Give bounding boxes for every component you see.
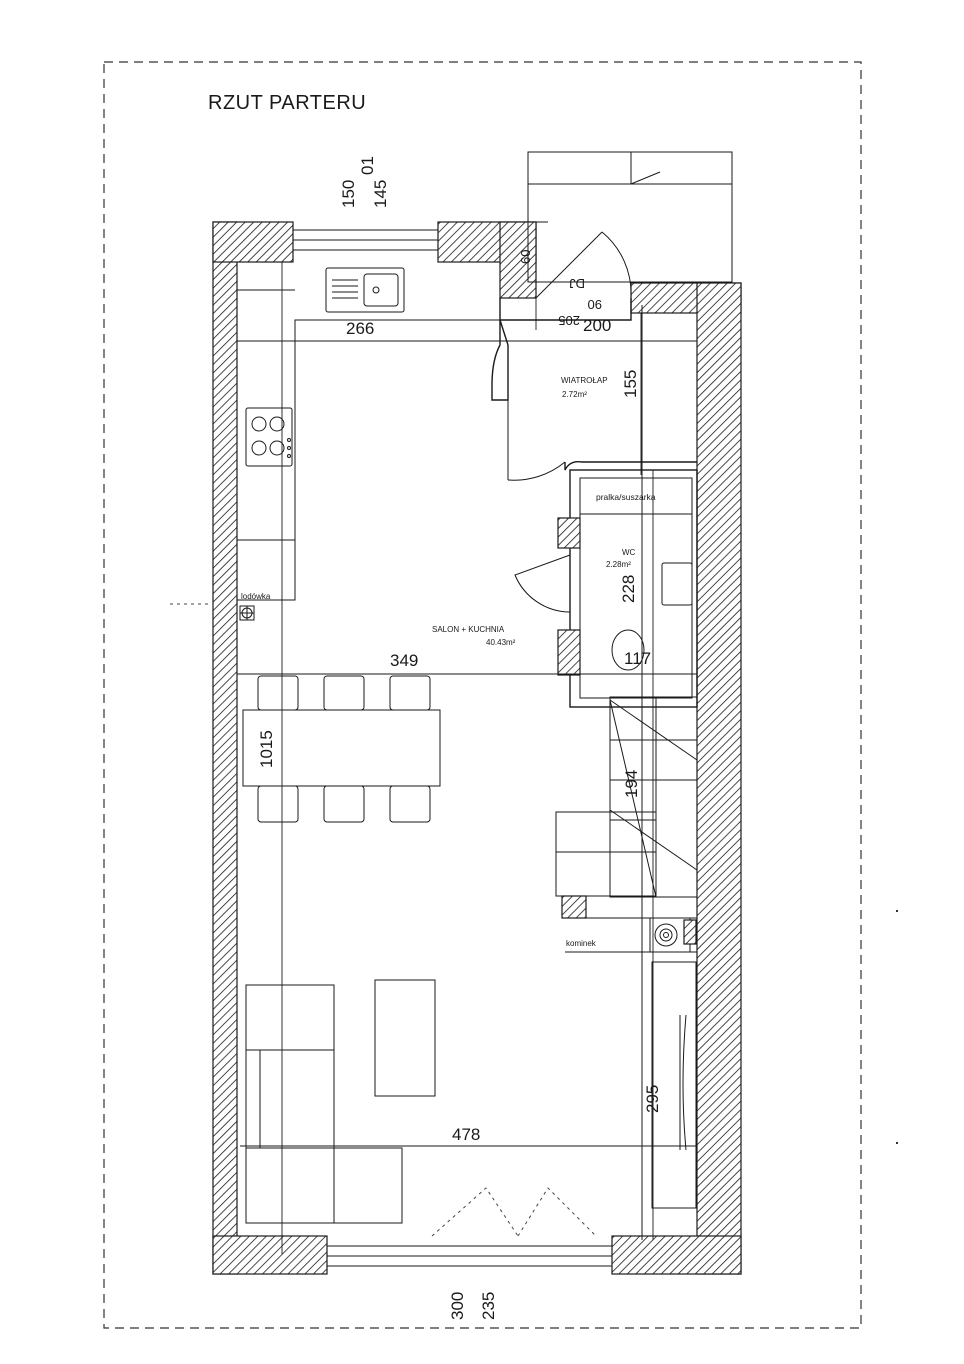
dim-top-150: 150 xyxy=(339,180,358,208)
wall-bottom-left xyxy=(212,1235,328,1275)
fridge-symbol xyxy=(239,605,255,621)
dim-bottom-235: 235 xyxy=(479,1292,498,1320)
wall-bottom-right xyxy=(611,1235,742,1275)
wall-right xyxy=(696,282,742,1275)
dim-117: 117 xyxy=(624,649,651,668)
wall-entry-pier xyxy=(499,221,537,299)
kitchen-counter xyxy=(236,262,500,601)
cooktop xyxy=(245,407,293,467)
dimension-lines xyxy=(237,221,697,1254)
door-code-dj: DJ xyxy=(569,276,585,291)
plan-title: RZUT PARTERU xyxy=(208,92,366,114)
room-wc-name: WC xyxy=(622,548,636,557)
wc-basin xyxy=(661,562,693,606)
fireplace xyxy=(649,917,697,953)
door-code-205: 205 xyxy=(558,313,580,328)
terrace-doors xyxy=(431,1187,597,1237)
dim-1015: 1015 xyxy=(257,730,276,768)
wall-top-left xyxy=(212,221,294,263)
sheet-border xyxy=(103,61,862,1329)
dim-478: 478 xyxy=(452,1125,480,1144)
door-code-90: 90 xyxy=(588,297,602,312)
dim-349: 349 xyxy=(390,651,418,670)
tv-cabinet xyxy=(651,961,697,1209)
wc-outer xyxy=(569,469,698,708)
label-lodowka: lodówka xyxy=(241,592,271,601)
coffee-table xyxy=(374,979,436,1097)
entrance-door xyxy=(535,231,632,299)
window-top-kitchen xyxy=(292,222,439,262)
window-bottom-terrace xyxy=(326,1236,613,1274)
vestibule-partition xyxy=(491,319,509,401)
room-salon-area: 40.43m² xyxy=(486,638,516,647)
dim-228: 228 xyxy=(619,575,638,603)
kitchen-sink xyxy=(325,267,405,313)
room-wiatrolap-name: WIATROŁAP xyxy=(561,376,608,385)
dining-table xyxy=(242,675,441,823)
sofa xyxy=(245,984,403,1224)
porch-canopy xyxy=(527,151,733,283)
dim-295: 295 xyxy=(643,1085,662,1113)
label-pralka: pralka/suszarka xyxy=(596,492,656,502)
wc-toilet xyxy=(611,629,645,671)
dim-155: 155 xyxy=(621,370,640,398)
dim-top-01: 01 xyxy=(358,156,377,175)
room-salon-name: SALON + KUCHNIA xyxy=(432,625,505,634)
room-wc-area: 2.28m² xyxy=(606,560,631,569)
dim-266: 266 xyxy=(346,319,374,338)
dim-200: 200 xyxy=(583,316,611,335)
room-wiatrolap-area: 2.72m² xyxy=(562,390,587,399)
dim-bottom-300: 300 xyxy=(448,1292,467,1320)
dim-top-60: 60 xyxy=(518,250,533,264)
dim-194: 194 xyxy=(622,770,641,798)
wall-left xyxy=(212,221,238,1275)
dim-top-145: 145 xyxy=(371,180,390,208)
label-kominek: kominek xyxy=(566,939,597,948)
